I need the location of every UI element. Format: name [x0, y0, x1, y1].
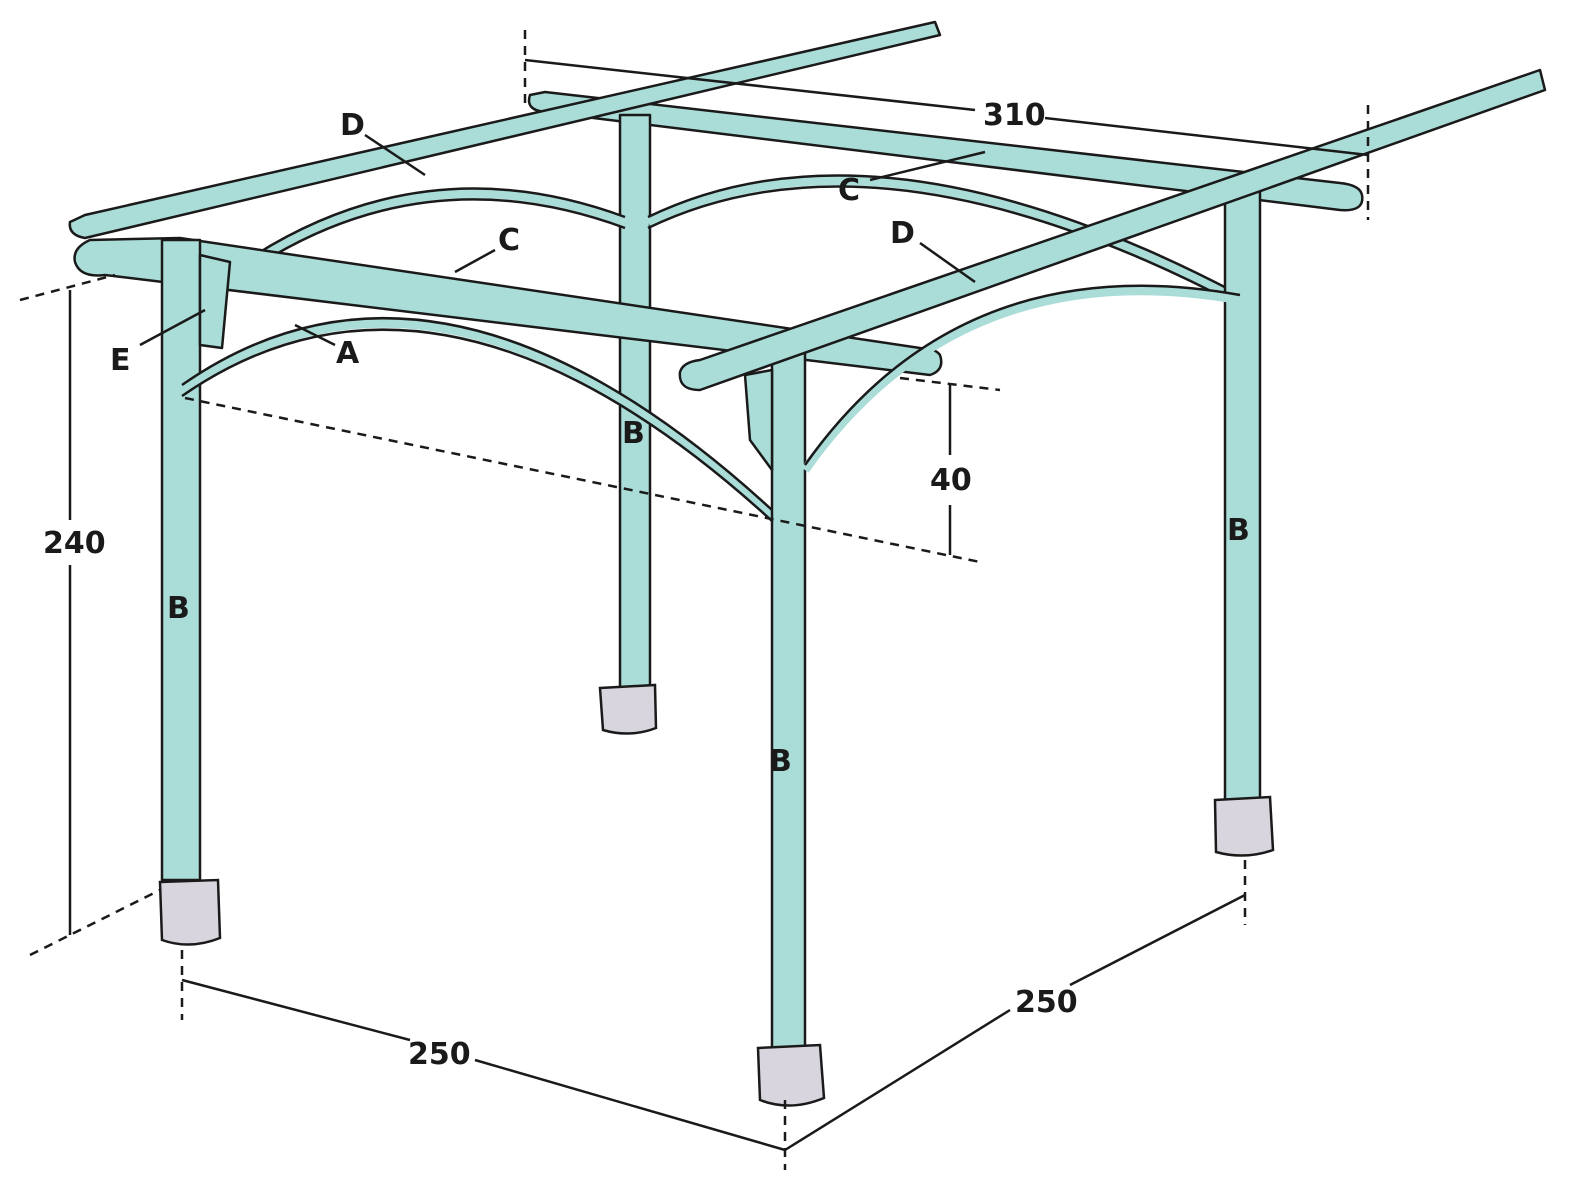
label-b-back: B	[622, 416, 645, 451]
right-beam-d	[678, 68, 1547, 392]
label-b-front: B	[769, 744, 792, 779]
label-d-right: D	[890, 216, 915, 251]
right-footing	[1213, 795, 1275, 857]
dimension-lines	[19, 30, 1370, 1170]
label-b-left: B	[167, 591, 190, 626]
right-arch	[801, 284, 1241, 473]
back-arches	[252, 174, 1243, 308]
dim-250-side: 250	[1015, 985, 1078, 1020]
label-c-back: C	[838, 173, 860, 208]
left-beam-d	[68, 20, 942, 240]
front-beam-c	[73, 236, 943, 377]
right-post	[1213, 188, 1275, 857]
back-beam-c	[527, 90, 1364, 212]
front-left-footing	[158, 878, 222, 946]
dim-310: 310	[983, 98, 1046, 133]
dim-40: 40	[930, 463, 972, 498]
front-arch-a	[179, 316, 776, 522]
dim-250-front: 250	[408, 1037, 471, 1072]
dim-240: 240	[43, 526, 106, 561]
label-b-right: B	[1227, 513, 1250, 548]
label-c-front: C	[498, 223, 520, 258]
leader-lines	[139, 133, 986, 347]
label-a: A	[336, 336, 360, 371]
front-center-footing	[756, 1043, 826, 1107]
label-d-left: D	[340, 108, 365, 143]
front-center-post	[743, 343, 826, 1107]
label-e: E	[110, 343, 131, 378]
front-left-post	[158, 238, 232, 946]
back-center-footing	[598, 683, 658, 735]
